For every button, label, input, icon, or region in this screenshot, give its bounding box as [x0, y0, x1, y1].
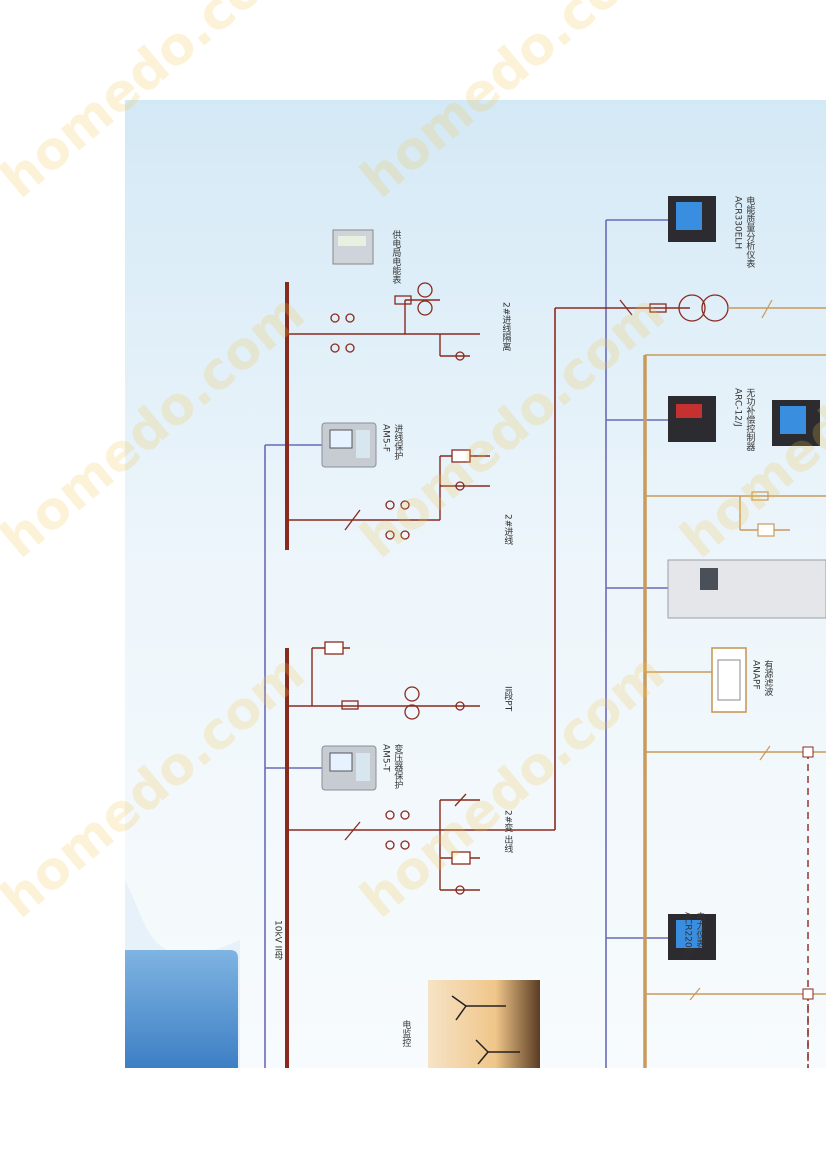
ct-symbol — [345, 313, 355, 323]
breaker-symbol — [454, 793, 467, 807]
pt-symbol — [404, 686, 420, 702]
ct-symbol — [400, 530, 410, 540]
breaker-symbol — [344, 509, 361, 531]
fuse-symbol — [394, 295, 412, 305]
reactive-comp-label-2: ARC-12/J — [732, 388, 743, 427]
power-meter-label-1: 电力仪表 — [694, 912, 705, 948]
utility-meter-label: 供电局电能表 — [390, 230, 401, 284]
transformer-protection-label-2: AM5-T — [380, 744, 391, 772]
arrester-symbol — [451, 449, 471, 463]
power-meter-device — [668, 914, 716, 960]
pt-symbol — [417, 300, 433, 316]
active-filter-label-2: ANAPF — [750, 660, 761, 690]
reactive-comp-label-1: 无功补偿控制器 — [744, 388, 755, 451]
quality-analyzer-device — [668, 196, 716, 242]
turbine-blade — [475, 1039, 489, 1053]
busbar-label: 10kV II母 — [272, 920, 283, 960]
incoming-protection-label-1: 进线保护 — [392, 424, 403, 460]
turbine-blade — [451, 995, 467, 1007]
transformer-outgoing-label: 2#变 出线 — [502, 810, 513, 854]
arrester-symbol — [451, 851, 471, 865]
lamp-symbol — [455, 885, 465, 895]
ct-symbol — [385, 500, 395, 510]
quality-analyzer-label-1: 电能质量分析仪表 — [744, 196, 755, 268]
fuse-symbol — [751, 491, 769, 501]
arrester-symbol — [324, 641, 344, 655]
ct-symbol — [385, 810, 395, 820]
ct-symbol — [330, 343, 340, 353]
ct-symbol — [400, 500, 410, 510]
lamp-symbol — [455, 351, 465, 361]
utility-meter-device — [332, 229, 374, 265]
arrester-symbol — [757, 523, 775, 537]
transformer-protection-label-1: 变压器保护 — [392, 744, 403, 789]
lamp-symbol — [455, 701, 465, 711]
breaker-symbol — [759, 745, 771, 761]
ct-symbol — [400, 840, 410, 850]
ct-symbol — [330, 313, 340, 323]
filter-cabinet-device — [667, 559, 826, 619]
breaker-symbol — [344, 821, 361, 841]
quality-analyzer-label-2: ACR330ELH — [732, 196, 743, 250]
pt-symbol — [404, 704, 420, 720]
ct-symbol — [345, 343, 355, 353]
node-square — [802, 746, 814, 758]
breaker-symbol — [761, 299, 773, 319]
transformer-protection-device — [321, 745, 377, 791]
fuse-symbol — [649, 303, 667, 313]
breaker-symbol — [689, 987, 701, 1001]
filter-inner — [717, 659, 741, 701]
incoming-protection-label-2: AM5-F — [380, 424, 391, 453]
fuse-symbol — [341, 700, 359, 710]
filter-box — [711, 647, 747, 713]
power-meter-label-2: ACR220EL — [682, 912, 693, 959]
pt-symbol — [417, 282, 433, 298]
blue-tab — [125, 950, 238, 1068]
incoming-2-label: 2#进线 — [502, 514, 513, 546]
ct-symbol — [385, 530, 395, 540]
wind-turbine-photo — [428, 980, 540, 1068]
node-square — [802, 988, 814, 1000]
turbine-blade — [477, 1051, 489, 1065]
meter-device — [772, 400, 820, 446]
pt-section-label: II段PT — [502, 686, 513, 712]
active-filter-label-1: 有源滤波 — [762, 660, 773, 696]
incoming-isolation-label: 2#进线隔离 — [500, 302, 511, 352]
turbine-blade — [455, 1005, 467, 1021]
transformer-symbol — [678, 294, 706, 322]
ct-symbol — [385, 840, 395, 850]
corner-title: 电监控 — [400, 1020, 411, 1047]
lamp-symbol — [455, 481, 465, 491]
switch-symbol — [619, 299, 633, 316]
incoming-protection-device — [321, 422, 377, 468]
ct-symbol — [400, 810, 410, 820]
reactive-comp-device — [668, 396, 716, 442]
